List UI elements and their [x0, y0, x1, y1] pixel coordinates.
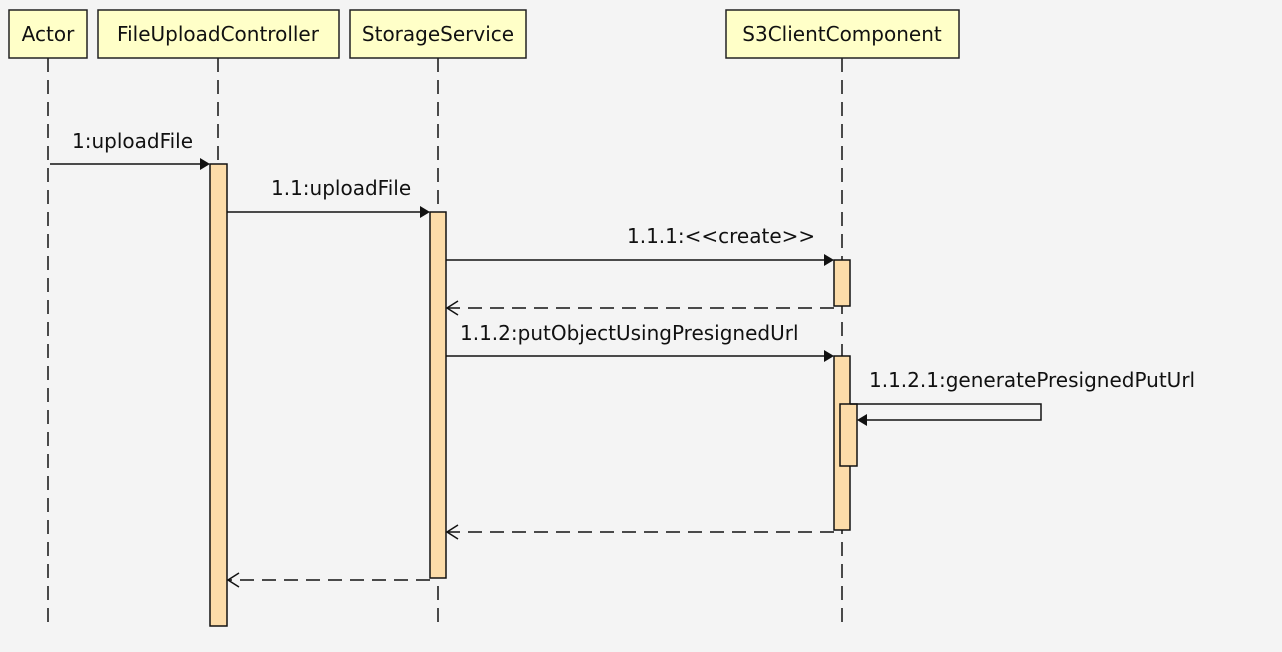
arrowhead-filled-icon	[824, 254, 834, 266]
arrowhead-open-icon	[226, 572, 240, 588]
participant-label: FileUploadController	[117, 22, 320, 46]
message-1-1-2-1-generate-presigned-put-url[interactable]: 1.1.2.1:generatePresignedPutUrl	[850, 368, 1195, 426]
message-1-1-2-put-object-using-presigned-url[interactable]: 1.1.2:putObjectUsingPresignedUrl	[446, 321, 834, 362]
message-label: 1.1.2:putObjectUsingPresignedUrl	[460, 321, 799, 345]
participant-label: Actor	[22, 22, 75, 46]
activation-storage-service	[429, 211, 447, 579]
arrowhead-filled-icon	[857, 414, 867, 426]
arrowhead-filled-icon	[420, 206, 430, 218]
return-1-1[interactable]	[226, 572, 430, 588]
return-1-1-2[interactable]	[445, 524, 834, 540]
arrowhead-open-icon	[445, 300, 459, 316]
arrowhead-open-icon	[445, 524, 459, 540]
participant-label: S3ClientComponent	[742, 22, 942, 46]
participant-label: StorageService	[362, 22, 514, 46]
message-label: 1:uploadFile	[72, 129, 193, 153]
activation-s3-create	[833, 259, 851, 307]
arrowhead-filled-icon	[824, 350, 834, 362]
participant-actor[interactable]: Actor	[8, 9, 88, 59]
return-1-1-1[interactable]	[445, 300, 834, 316]
message-label: 1.1.1:<<create>>	[627, 224, 815, 248]
message-label: 1.1:uploadFile	[271, 176, 411, 200]
message-1-upload-file[interactable]: 1:uploadFile	[50, 129, 210, 170]
participant-storage-service[interactable]: StorageService	[349, 9, 527, 59]
participant-s3-client-component[interactable]: S3ClientComponent	[725, 9, 960, 59]
arrowhead-filled-icon	[200, 158, 210, 170]
activation-file-upload-controller	[209, 163, 228, 627]
message-label: 1.1.2.1:generatePresignedPutUrl	[869, 368, 1195, 392]
activation-s3-generate-presigned-url	[839, 403, 858, 467]
message-1-1-1-create[interactable]: 1.1.1:<<create>>	[446, 224, 834, 266]
message-1-1-upload-file[interactable]: 1.1:uploadFile	[227, 176, 430, 218]
participant-file-upload-controller[interactable]: FileUploadController	[97, 9, 340, 59]
